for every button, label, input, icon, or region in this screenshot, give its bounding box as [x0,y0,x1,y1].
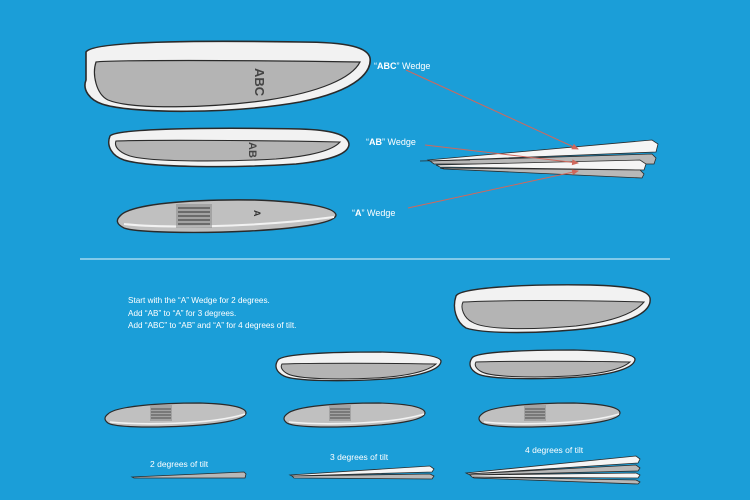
a-wedge: A [116,199,337,234]
abc-arrow [405,69,579,150]
a-imprint: A [252,210,262,217]
abc-wedge-label: “ABC” Wedge [374,61,431,71]
ab-wedge-right [469,349,636,380]
ab-wedge-label: “AB” Wedge [366,137,416,147]
ab-arrow [424,144,579,166]
ab-wedge: AB [108,127,350,168]
callout-arrows [405,69,579,209]
tilt-caption-4: 4 degrees of tilt [525,445,584,455]
ab-wedge-middle [275,351,442,382]
tilt-profile-4deg [464,455,641,485]
abc-wedge: ABC [84,40,371,113]
instruction-line: Add “AB” to “A” for 3 degrees. [128,308,237,318]
instructions: Start with the “A” Wedge for 2 degrees. … [128,295,296,333]
stacked-wedge-profile [419,139,659,179]
a-wedge-texture [176,204,212,228]
a-wedge-middle [283,402,426,428]
tilt-profile-2deg [130,471,247,479]
instruction-line: Add “ABC” to “AB” and “A” for 4 degrees … [128,321,297,330]
a-wedge-right [478,402,621,428]
abc-imprint: ABC [252,68,267,97]
a-wedge-left [104,402,247,428]
a-arrow [407,169,579,209]
ab-imprint: AB [246,142,258,158]
tilt-profile-3deg [288,465,435,480]
abc-wedge-small [453,284,651,334]
a-wedge-label: “A” Wedge [352,208,396,218]
instruction-line: Start with the “A” Wedge for 2 degrees. [128,296,270,305]
tilt-caption-2: 2 degrees of tilt [150,459,209,469]
tilt-caption-3: 3 degrees of tilt [330,452,389,462]
